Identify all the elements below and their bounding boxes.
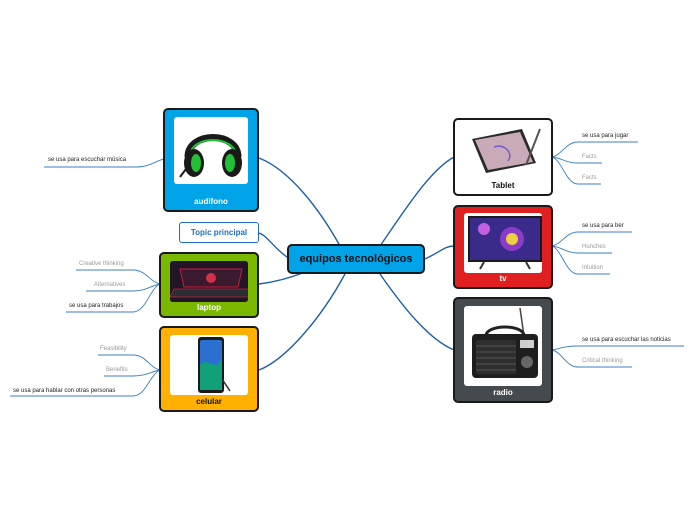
node-tv[interactable]: tv <box>453 205 553 289</box>
node-celular-label: celular <box>196 397 222 406</box>
node-radio-label: radio <box>493 388 513 397</box>
leaf-tv-2[interactable]: Hunches <box>582 244 606 250</box>
leaf-celular-1[interactable]: Feasibility <box>100 346 127 352</box>
node-audifono[interactable]: audifono <box>163 108 259 212</box>
leaf-radio-2[interactable]: Critical thinking <box>582 358 623 364</box>
leaf-tv-3[interactable]: Intuition <box>582 265 604 271</box>
laptop-icon <box>170 261 248 302</box>
node-tablet[interactable]: Tablet <box>453 118 553 196</box>
leaf-celular-2[interactable]: Benefits <box>106 367 128 373</box>
smartphone-icon <box>170 335 248 395</box>
node-radio[interactable]: radio <box>453 297 553 403</box>
headphones-icon <box>174 117 248 184</box>
leaf-celular-3[interactable]: se usa para hablar con otras personas <box>13 388 116 394</box>
radio-icon <box>464 306 542 386</box>
leaf-laptop-2[interactable]: Alternatives <box>94 282 126 288</box>
leaf-laptop-1[interactable]: Creative thinking <box>79 261 124 267</box>
leaf-radio-1[interactable]: se usa para escuchar las noticias <box>582 337 671 343</box>
central-topic[interactable]: equipos tecnológicos <box>287 244 425 274</box>
television-icon <box>464 213 542 273</box>
node-audifono-label: audifono <box>194 197 228 206</box>
leaf-tablet-2[interactable]: Facts <box>582 154 597 160</box>
node-laptop-label: laptop <box>197 303 221 312</box>
node-laptop[interactable]: laptop <box>159 252 259 318</box>
tablet-icon <box>464 125 542 177</box>
node-tv-label: tv <box>499 274 507 283</box>
leaf-tablet-1[interactable]: se usa para jugar <box>582 133 629 139</box>
leaf-laptop-3[interactable]: se usa para trabajos <box>69 303 124 309</box>
node-tablet-label: Tablet <box>491 181 515 190</box>
node-celular[interactable]: celular <box>159 326 259 412</box>
leaf-tablet-3[interactable]: Facts <box>582 175 597 181</box>
leaf-tv-1[interactable]: se usa para ber <box>582 223 624 229</box>
topic-principal-node[interactable]: Topic principal <box>179 222 259 243</box>
leaf-audifono-1[interactable]: se usa para escuchar música <box>48 157 127 163</box>
